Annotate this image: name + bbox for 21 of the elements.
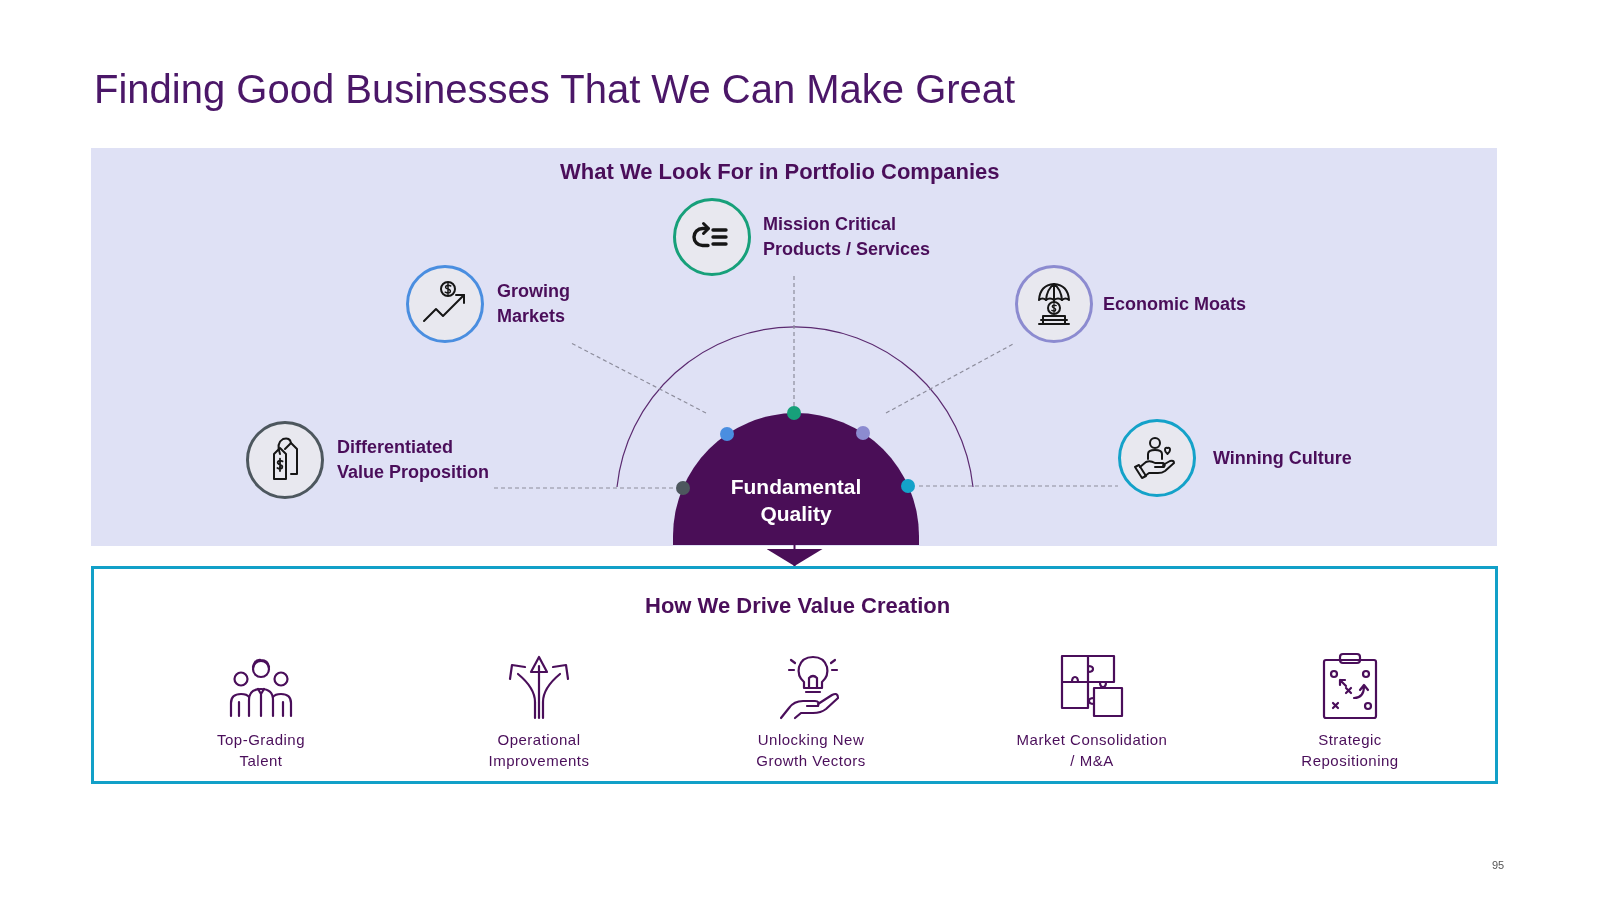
criterion-label: Mission Critical Products / Services: [763, 213, 932, 261]
slide-title: Finding Good Businesses That We Can Make Great: [94, 66, 1016, 113]
center-label: Fundamental Quality: [730, 474, 862, 527]
panel: [91, 148, 1497, 546]
outlined-panel: [91, 566, 1498, 784]
criterion-label: Growing Markets: [497, 280, 571, 328]
section-heading: How We Drive Value Creation: [645, 592, 951, 620]
item-caption: Market Consolidation / M&A: [1016, 730, 1168, 771]
criterion-label: Winning Culture: [1213, 446, 1353, 470]
dashed-line: [570, 342, 707, 414]
criterion-label: Differentiated Value Proposition: [337, 436, 491, 484]
item-caption: Top-Grading Talent: [216, 730, 306, 771]
page-number: 95: [1492, 858, 1505, 872]
arrow: [766, 544, 823, 567]
item-caption: Unlocking New Growth Vectors: [755, 730, 867, 771]
section-heading: What We Look For in Portfolio Companies: [560, 158, 1000, 186]
item-caption: Strategic Repositioning: [1300, 730, 1400, 771]
dashed-line: [885, 342, 1016, 414]
dashed-line: [918, 485, 1119, 487]
item-caption: Operational Improvements: [487, 730, 591, 771]
criterion-label: Economic Moats: [1103, 292, 1248, 316]
